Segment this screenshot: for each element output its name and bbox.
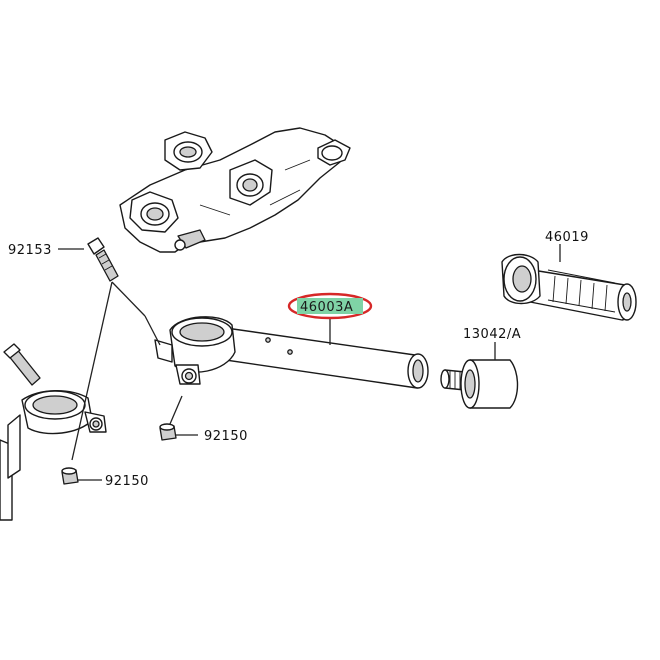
callout-92150-lower: 92150 bbox=[105, 474, 149, 489]
throttle-grip-46019 bbox=[501, 253, 637, 321]
callout-46003a: 46003A bbox=[300, 300, 353, 315]
bar-end-weight-13042a bbox=[440, 359, 519, 409]
screw-92150-lower bbox=[61, 467, 79, 485]
screw-92150-upper bbox=[159, 423, 177, 441]
triple-clamp bbox=[119, 127, 351, 253]
handlebar-46003a bbox=[154, 316, 429, 389]
callout-46019: 46019 bbox=[545, 230, 589, 245]
left-long-bolt bbox=[3, 343, 41, 386]
left-handlebar-clamp bbox=[0, 390, 107, 521]
bolt-92153 bbox=[87, 237, 119, 282]
callout-92153: 92153 bbox=[8, 243, 52, 258]
callout-46003a-highlight: 46003A bbox=[287, 292, 373, 320]
callout-13042a: 13042/A bbox=[463, 327, 521, 342]
leader-lines bbox=[58, 244, 561, 481]
highlight-fill bbox=[297, 298, 363, 314]
callout-92150-upper: 92150 bbox=[204, 429, 248, 444]
